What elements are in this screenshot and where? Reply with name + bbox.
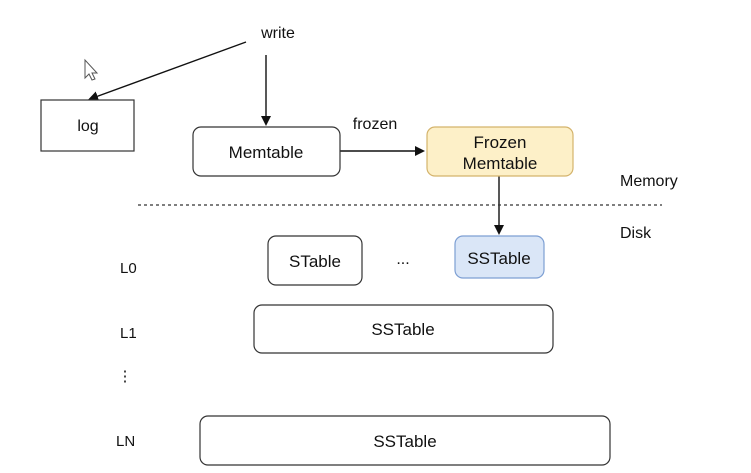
frozen-memtable-label-line-1: Frozen [474, 133, 527, 152]
frozen-label: frozen [353, 116, 397, 133]
l0-sstable-label: SSTable [467, 249, 530, 268]
frozen-memtable-node [426, 126, 574, 177]
ln-sstable-node [199, 415, 611, 466]
memtable-node-label: Memtable [229, 143, 304, 162]
memtable-node [192, 126, 341, 177]
write-label: write [260, 25, 295, 42]
log-node-label: log [77, 118, 98, 135]
l0-stable-node [267, 235, 363, 286]
l1-sstable-node [253, 304, 554, 354]
log-node [40, 99, 135, 152]
mouse-pointer-icon [84, 58, 99, 81]
l0-stable-label: STable [289, 252, 341, 271]
l0-ellipsis: ... [396, 251, 409, 268]
write-to-log-arrow [88, 41, 247, 101]
frozen-memtable-label-line-2: Memtable [463, 154, 538, 173]
ln-sstable-label: SSTable [373, 432, 436, 451]
level-l1-label: L1 [120, 325, 137, 342]
l1-sstable-label: SSTable [371, 320, 434, 339]
memory-label: Memory [620, 173, 678, 190]
more-levels-indicator: ⋮ [118, 368, 133, 385]
disk-label: Disk [620, 225, 652, 242]
level-ln-label: LN [116, 433, 135, 450]
level-l0-label: L0 [120, 260, 137, 277]
l0-sstable-node [454, 235, 545, 279]
